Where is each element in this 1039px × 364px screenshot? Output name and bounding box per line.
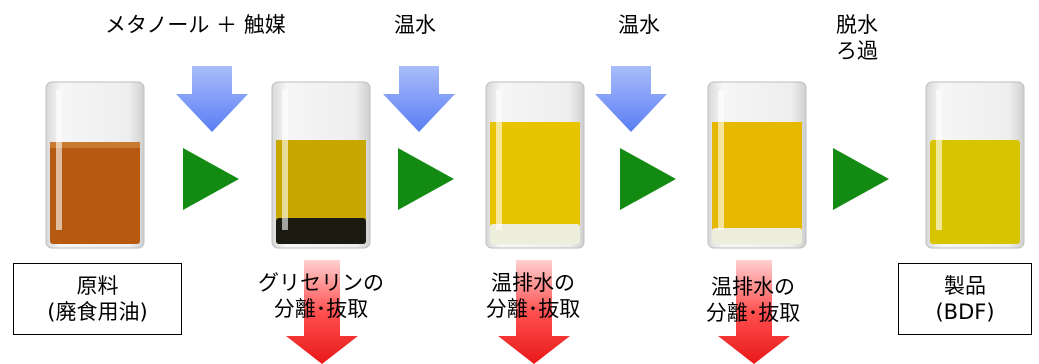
waste-cooking-oil-label: (廃食用油) — [47, 300, 148, 324]
methanol-catalyst-label: メタノール ＋ 触媒 — [105, 13, 286, 37]
beaker-washed-1 — [485, 81, 585, 249]
beaker-raw-oil — [45, 81, 145, 249]
beaker-washed-2 — [707, 81, 807, 249]
dehydration-filtration-label: 脱水 ろ過 — [822, 12, 892, 64]
input-arrow-warm-water-2 — [595, 66, 667, 132]
input-arrow-warm-water-1 — [383, 66, 455, 132]
process-arrow-1 — [183, 148, 239, 210]
process-arrow-4 — [833, 148, 889, 210]
beaker-product — [925, 81, 1025, 249]
wastewater-2-label-line1: 温排水の — [711, 275, 795, 299]
output-arrow-wastewater-1 — [498, 260, 570, 364]
warm-water-label-1: 温水 — [394, 13, 436, 37]
beaker-mixture — [271, 81, 371, 249]
warm-water-label-2: 温水 — [618, 13, 660, 37]
output-arrow-wastewater-2 — [718, 260, 790, 364]
raw-material-box: 原料 (廃食用油) — [13, 263, 182, 335]
bdf-label: (BDF) — [935, 300, 995, 324]
filtration-label: ろ過 — [836, 39, 878, 63]
raw-material-label: 原料 — [76, 274, 119, 298]
glycerin-label-line2: 分離･抜取 — [273, 297, 369, 321]
input-arrow-methanol — [176, 66, 248, 132]
glycerin-label-line1: グリセリンの — [258, 271, 384, 295]
product-label: 製品 — [944, 274, 986, 298]
product-box: 製品 (BDF) — [898, 263, 1032, 335]
output-arrow-glycerin — [286, 260, 358, 364]
dehydration-label: 脱水 — [836, 13, 878, 37]
wastewater-separation-label-2: 温排水の 分離･抜取 — [678, 274, 828, 326]
wastewater-1-label-line2: 分離･抜取 — [485, 297, 581, 321]
process-arrow-3 — [620, 148, 676, 210]
process-arrow-2 — [398, 148, 454, 210]
wastewater-2-label-line2: 分離･抜取 — [705, 301, 801, 325]
wastewater-1-label-line1: 温排水の — [491, 271, 575, 295]
glycerin-separation-label: グリセリンの 分離･抜取 — [246, 270, 396, 322]
wastewater-separation-label-1: 温排水の 分離･抜取 — [458, 270, 608, 322]
